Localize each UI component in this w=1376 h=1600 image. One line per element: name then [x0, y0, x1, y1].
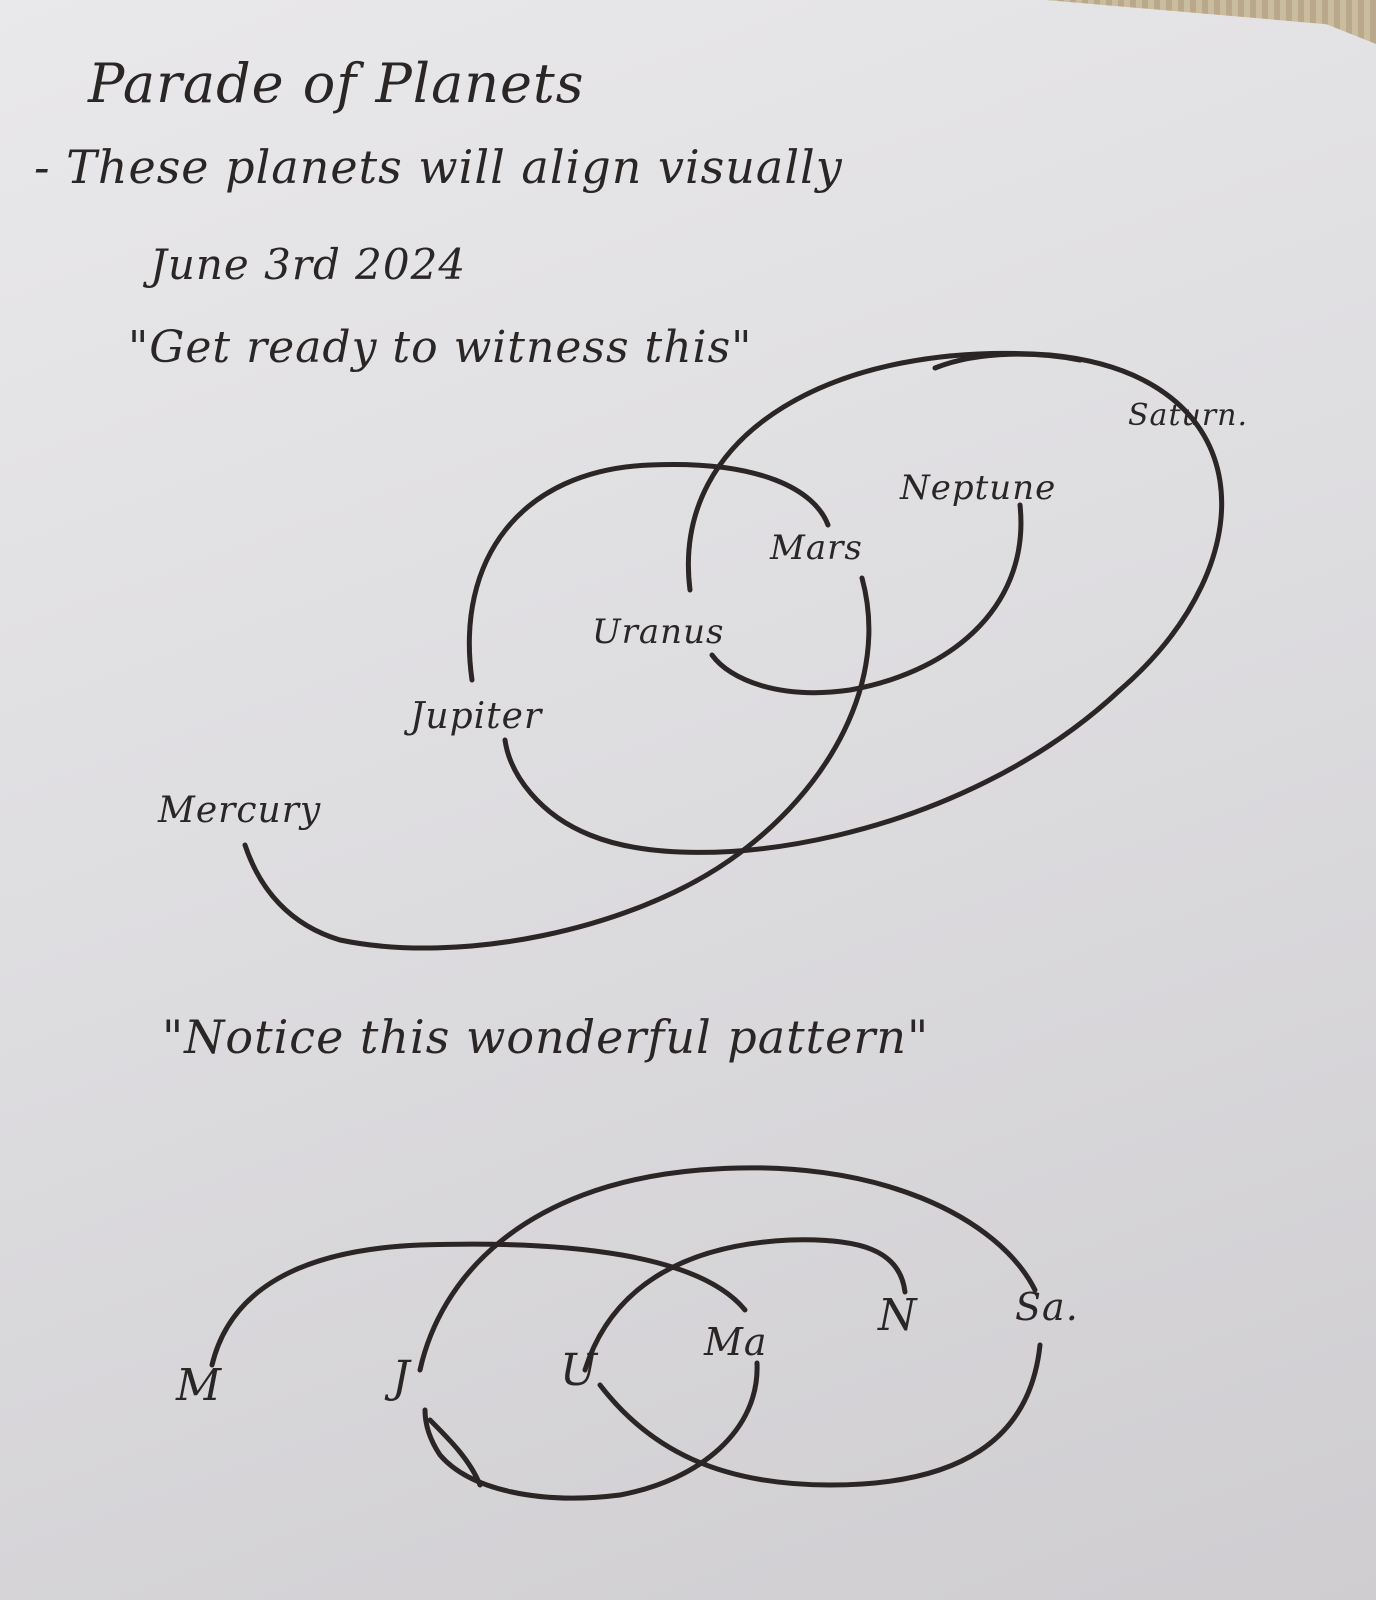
label-small-sa: Sa. [1015, 1285, 1079, 1329]
small-mars-arc [422, 1360, 760, 1501]
quote-tail-arc [932, 351, 1083, 371]
small-uranus-arc [597, 1342, 1043, 1488]
label-small-ma: Ma [704, 1320, 768, 1364]
label-mars: Mars [770, 528, 863, 568]
mercury-orbit [242, 575, 872, 951]
note-quote-2: "Notice this wonderful pattern" [162, 1010, 930, 1064]
note-quote-1: "Get ready to witness this" [128, 322, 753, 373]
small-neptune-arc [582, 1237, 908, 1373]
label-uranus: Uranus [592, 612, 725, 652]
note-line-1: - These planets will align visually [34, 140, 843, 194]
label-small-n: N [878, 1290, 918, 1341]
label-neptune: Neptune [900, 468, 1057, 508]
neptune-orbit [709, 502, 1024, 696]
label-small-m: M [176, 1360, 223, 1411]
label-small-u: U [560, 1345, 599, 1396]
small-saturn-arc [417, 1165, 1038, 1373]
note-date: June 3rd 2024 [150, 240, 467, 289]
label-mercury: Mercury [158, 790, 322, 831]
label-saturn: Saturn. [1128, 398, 1249, 433]
small-mercury-arc [209, 1241, 748, 1368]
saturn-orbit [502, 350, 1225, 855]
note-title: Parade of Planets [88, 52, 585, 115]
label-jupiter: Jupiter [410, 696, 543, 737]
jupiter-orbit [466, 461, 831, 683]
label-small-j: J [392, 1352, 411, 1403]
small-hook [427, 1417, 483, 1488]
